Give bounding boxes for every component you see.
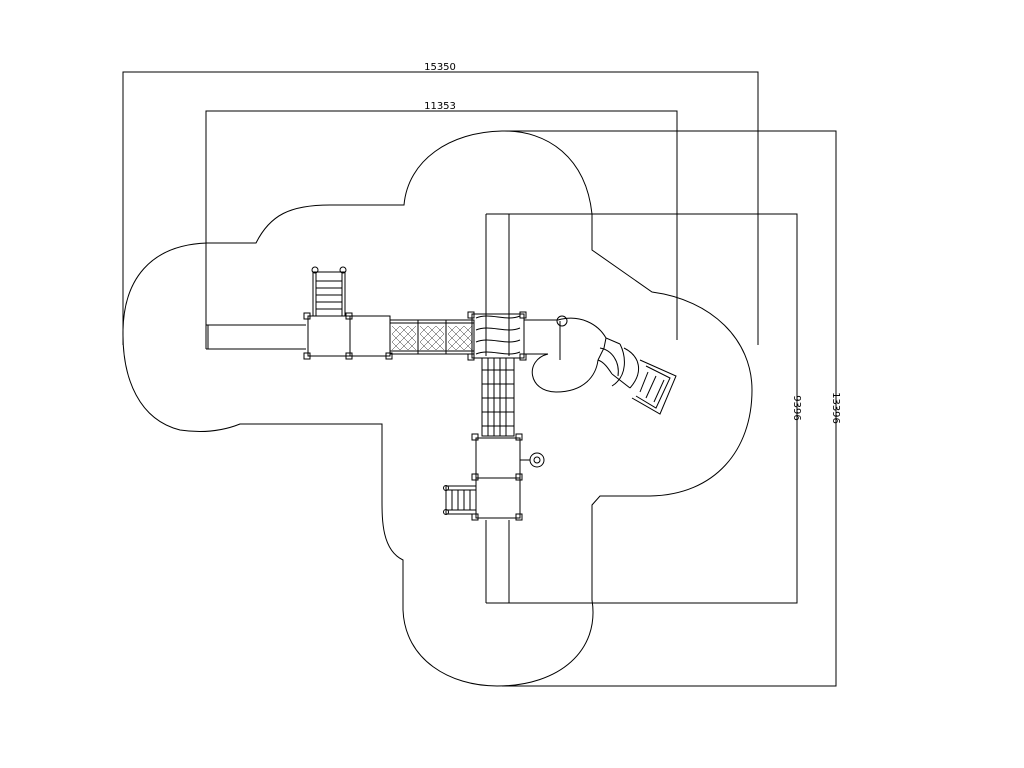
dimension-inner-width (205, 110, 678, 340)
net-bridge (389, 319, 475, 355)
safety-zone-outline (122, 130, 753, 687)
dimension-label-overall-height: 13396 (830, 392, 841, 424)
left-walkway (205, 324, 306, 350)
upper-ladder (311, 266, 347, 317)
dimension-overall-width (122, 71, 759, 345)
lower-deck (471, 433, 523, 521)
central-hub (467, 311, 527, 361)
dimension-label-overall-width: 15350 (424, 62, 456, 73)
bottom-walkway (485, 520, 510, 604)
tube-slide (524, 315, 677, 415)
dimension-label-inner-width: 11353 (424, 101, 456, 112)
net-bridge-mesh (391, 325, 473, 351)
dimension-label-inner-height: 9396 (791, 395, 802, 420)
climbing-bridge (481, 357, 515, 437)
left-deck (303, 312, 393, 360)
top-walkway (485, 213, 510, 316)
lower-ladder (443, 485, 477, 515)
dimension-inner-height (509, 213, 798, 604)
dimension-overall-height (502, 130, 837, 687)
steering-wheel-icon (520, 452, 545, 468)
